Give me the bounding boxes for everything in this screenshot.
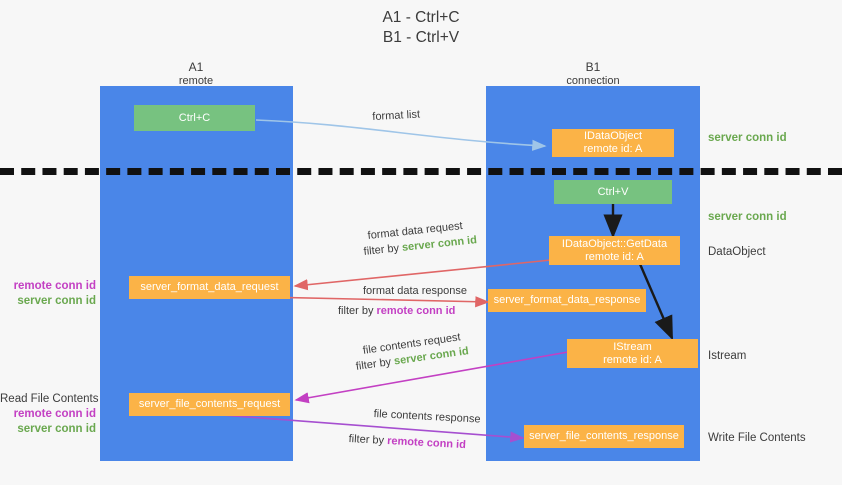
left-label-read-file-contents: Read File Contents xyxy=(0,393,99,405)
right-label-istream: Istream xyxy=(708,350,747,362)
node-server-file-contents-request[interactable]: server_file_contents_request xyxy=(129,393,290,416)
node-ctrl-v[interactable]: Ctrl+V xyxy=(554,180,672,204)
left-label-remote-conn-id-1: remote conn id xyxy=(13,280,96,292)
column-header-b1: B1 connection xyxy=(533,60,653,88)
filter-prefix: filter by xyxy=(348,432,388,447)
node-idataobject-line2: remote id: A xyxy=(583,143,643,155)
page-title: A1 - Ctrl+C B1 - Ctrl+V xyxy=(0,8,842,48)
dashed-separator xyxy=(0,168,842,175)
node-idataobject[interactable]: IDataObject remote id: A xyxy=(552,129,674,157)
edge-label-format-data-response: format data response xyxy=(363,285,467,297)
node-istream[interactable]: IStream remote id: A xyxy=(567,339,698,368)
node-ctrl-v-label: Ctrl+V xyxy=(597,185,629,198)
right-label-server-conn-id-top: server conn id xyxy=(708,132,787,144)
column-header-a1-name: A1 xyxy=(188,60,204,74)
right-label-dataobject: DataObject xyxy=(708,246,766,258)
left-label-server-conn-id-2: server conn id xyxy=(17,423,96,435)
column-header-b1-name: B1 xyxy=(585,60,601,74)
filter-prefix: filter by xyxy=(355,355,395,373)
edge-label-file-contents-response: file contents response xyxy=(373,407,481,426)
node-server-format-data-response-label: server_format_data_response xyxy=(493,294,641,306)
title-line-2: B1 - Ctrl+V xyxy=(382,29,460,46)
column-header-a1-sub: remote xyxy=(178,75,214,87)
edge-label-format-list: format list xyxy=(372,108,421,123)
node-server-format-data-request-label: server_format_data_request xyxy=(140,281,279,293)
filter-prefix: filter by xyxy=(338,305,377,317)
right-label-server-conn-id-second: server conn id xyxy=(708,211,787,223)
left-label-remote-conn-id-2: remote conn id xyxy=(13,408,96,420)
node-server-format-data-request[interactable]: server_format_data_request xyxy=(129,276,290,299)
edge-label-file-contents-response-filter: filter by remote conn id xyxy=(348,432,466,452)
left-label-server-conn-id-1: server conn id xyxy=(17,295,96,307)
node-server-format-data-response[interactable]: server_format_data_response xyxy=(488,289,646,312)
edge-label-format-data-response-filter: filter by remote conn id xyxy=(338,304,455,318)
left-label-group-format: remote conn id server conn id xyxy=(0,279,96,309)
node-istream-line2: remote id: A xyxy=(603,353,662,366)
left-label-group-file-contents: Read File Contents remote conn id server… xyxy=(0,392,99,437)
node-ctrl-c-label: Ctrl+C xyxy=(178,111,211,124)
column-header-b1-sub: connection xyxy=(566,75,620,87)
column-header-a1: A1 remote xyxy=(136,60,256,88)
node-getdata-line1: IDataObject::GetData xyxy=(561,237,668,250)
node-ctrl-c[interactable]: Ctrl+C xyxy=(134,105,255,131)
node-idataobject-getdata[interactable]: IDataObject::GetData remote id: A xyxy=(549,236,680,265)
filter-key-remote-conn-id: remote conn id xyxy=(386,435,467,452)
filter-key-remote-conn-id: remote conn id xyxy=(376,305,456,317)
node-istream-line1: IStream xyxy=(613,340,652,353)
filter-prefix: filter by xyxy=(363,241,403,258)
title-line-1: A1 - Ctrl+C xyxy=(382,9,460,26)
right-label-write-file-contents: Write File Contents xyxy=(708,432,806,444)
node-server-file-contents-response-label: server_file_contents_response xyxy=(529,430,679,442)
node-server-file-contents-request-label: server_file_contents_request xyxy=(138,398,281,410)
node-server-file-contents-response[interactable]: server_file_contents_response xyxy=(524,425,684,448)
node-idataobject-line1: IDataObject xyxy=(583,130,643,142)
node-getdata-line2: remote id: A xyxy=(585,250,644,263)
